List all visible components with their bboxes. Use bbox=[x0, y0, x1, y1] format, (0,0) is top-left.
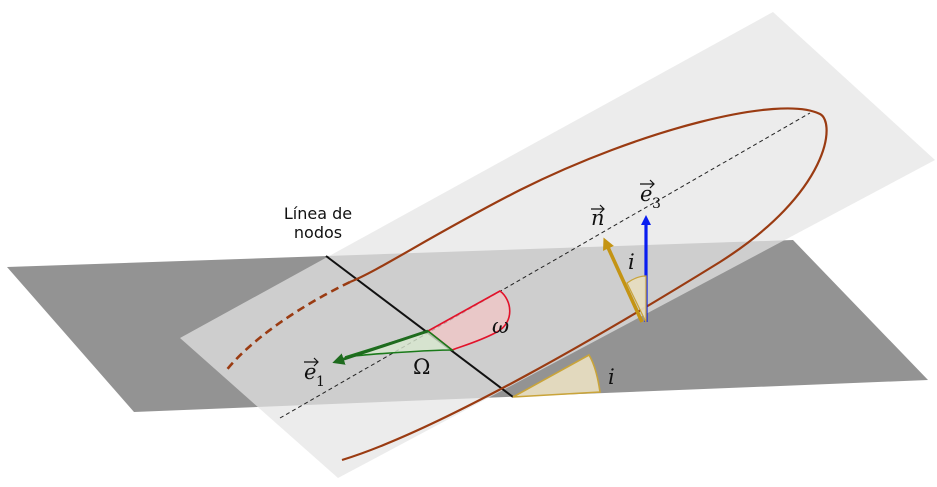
orbit-dashed bbox=[223, 280, 351, 373]
argument-of-periapsis-arc bbox=[426, 290, 511, 351]
svg-text:1: 1 bbox=[316, 374, 325, 390]
svg-text:e: e bbox=[640, 182, 652, 206]
vector-n bbox=[603, 237, 644, 323]
vec-e3-label: e 3 bbox=[640, 179, 661, 212]
line-of-nodes-label-line2: nodos bbox=[293, 223, 343, 242]
svg-text:3: 3 bbox=[652, 196, 661, 212]
orbital-plane bbox=[180, 12, 935, 478]
omega-small-label: ω bbox=[492, 314, 509, 338]
inclination-arc bbox=[512, 353, 601, 398]
line-of-nodes-label-line1: Línea de bbox=[283, 204, 353, 223]
vector-e1 bbox=[332, 329, 429, 365]
vec-n-label: n bbox=[591, 204, 605, 230]
orbit-solid bbox=[341, 107, 828, 462]
inclination-label: i bbox=[608, 365, 615, 389]
omega-big-label: Ω bbox=[413, 355, 430, 379]
vec-e1-label: e 1 bbox=[304, 357, 325, 390]
vector-inclination-arc bbox=[626, 275, 647, 323]
line-of-nodes-label: Línea de nodos bbox=[262, 204, 374, 242]
apse-line bbox=[279, 112, 811, 419]
svg-text:e: e bbox=[304, 360, 316, 384]
inclination-vec-label: i bbox=[628, 250, 635, 274]
